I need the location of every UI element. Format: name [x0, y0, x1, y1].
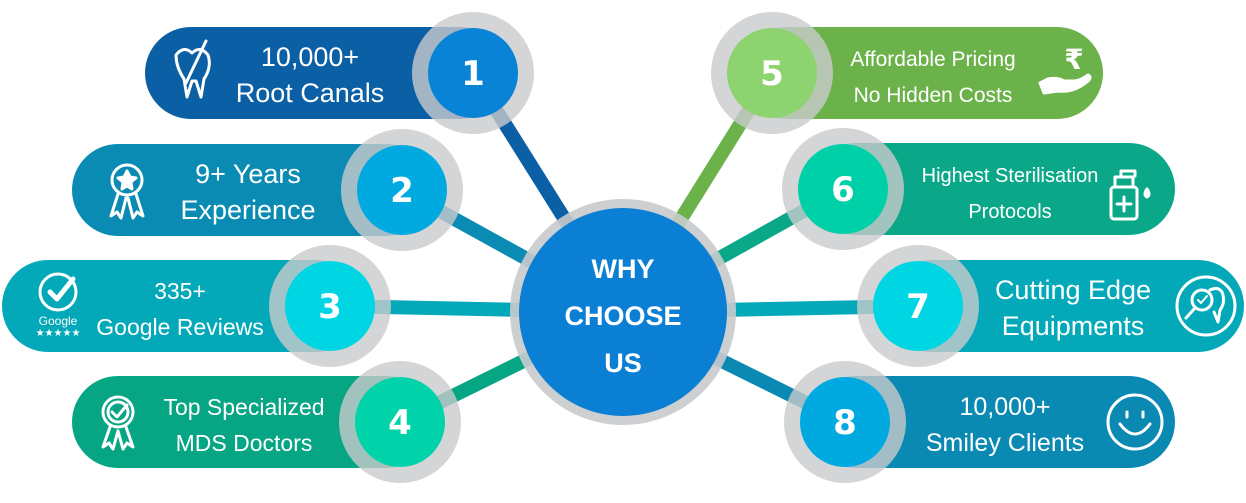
center-title-line-2: CHOOSE	[564, 301, 681, 331]
smiley-face-icon	[1106, 393, 1164, 451]
feature-label-line-1: 335+	[154, 278, 206, 304]
feature-number: 1	[461, 54, 485, 94]
feature-item-5: ₹ Affordable Pricing No Hidden Costs 5	[711, 12, 1103, 134]
rating-stars: ★★★★★	[36, 328, 81, 339]
number-circle	[285, 261, 375, 351]
feature-label-line-1: Affordable Pricing	[850, 48, 1015, 71]
number-circle	[428, 28, 518, 118]
feature-label-line-1: Top Specialized	[163, 394, 324, 420]
feature-number: 2	[390, 171, 414, 211]
rupee-symbol: ₹	[1064, 43, 1083, 76]
number-circle	[873, 261, 963, 351]
feature-pill	[2, 260, 362, 352]
feature-number: 7	[906, 287, 930, 327]
feature-number: 3	[318, 287, 342, 327]
number-circle	[357, 145, 447, 235]
tooth-magnifier-icon	[1175, 275, 1237, 337]
feature-number: 6	[831, 170, 855, 210]
feature-label-line-2: Protocols	[968, 201, 1051, 223]
center-hub: WHY CHOOSE US	[510, 199, 736, 425]
feature-pill	[72, 376, 432, 468]
number-circle	[800, 377, 890, 467]
feature-label-line-1: 10,000+	[261, 42, 359, 72]
feature-item-3: Google★★★★★ 335+ Google Reviews 3	[2, 245, 391, 367]
award-ribbon-star-icon	[109, 163, 145, 220]
center-title-line-3: US	[604, 348, 642, 378]
google-check-rating-icon: Google★★★★★	[36, 272, 81, 339]
number-circle	[798, 144, 888, 234]
tooth-root-canal-icon	[174, 39, 211, 99]
feature-label-line-1: 9+ Years	[195, 159, 301, 189]
feature-pill	[72, 144, 432, 236]
feature-pill	[810, 143, 1175, 235]
feature-label-line-2: Google Reviews	[96, 314, 263, 340]
sanitizer-bottle-icon	[1109, 169, 1151, 221]
feature-label-line-2: No Hidden Costs	[854, 84, 1013, 107]
feature-pill	[145, 27, 505, 119]
feature-pill	[885, 260, 1244, 352]
feature-item-1: 10,000+ Root Canals 1	[145, 12, 534, 134]
feature-label-line-1: Cutting Edge	[995, 275, 1151, 305]
google-label: Google	[39, 314, 78, 328]
feature-pill	[740, 27, 1103, 119]
center-title-line-1: WHY	[592, 254, 655, 284]
rupee-hand-icon: ₹	[1038, 43, 1092, 95]
feature-label-line-2: Smiley Clients	[926, 429, 1084, 457]
feature-label-line-1: 10,000+	[959, 393, 1050, 421]
feature-label-line-2: MDS Doctors	[176, 430, 313, 456]
number-circle	[355, 377, 445, 467]
feature-number: 8	[833, 403, 857, 443]
feature-label-line-2: Root Canals	[236, 78, 385, 108]
award-badge-check-icon	[101, 395, 135, 451]
center-circle	[519, 208, 727, 416]
feature-number: 5	[760, 54, 784, 94]
feature-item-8: 10,000+ Smiley Clients 8	[784, 361, 1175, 483]
feature-label-line-2: Experience	[180, 195, 315, 225]
feature-label-line-1: Highest Sterilisation	[922, 165, 1099, 187]
feature-label-line-2: Equipments	[1002, 311, 1145, 341]
number-circle	[727, 28, 817, 118]
feature-number: 4	[388, 403, 412, 443]
